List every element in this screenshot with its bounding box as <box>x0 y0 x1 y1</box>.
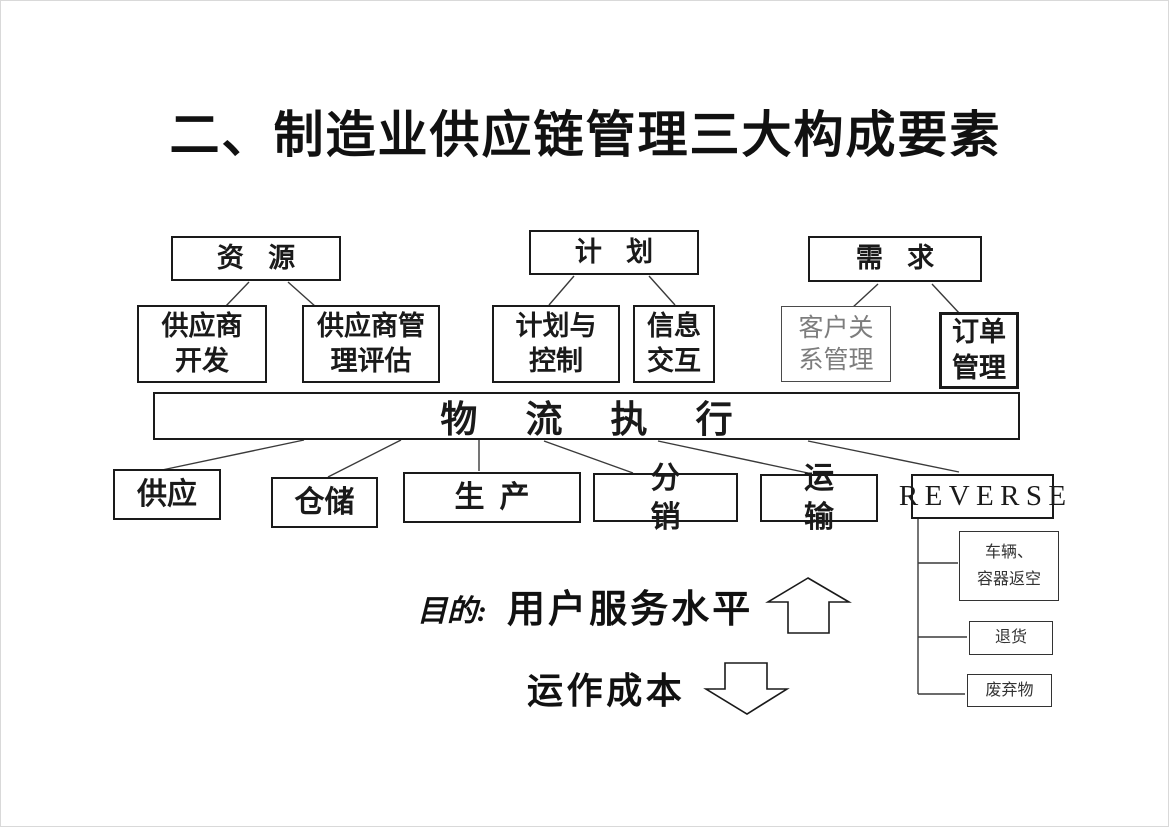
page-title: 二、制造业供应链管理三大构成要素 <box>169 107 1002 163</box>
production-box: 生产 <box>403 472 581 523</box>
supply-label: 供应 <box>137 478 197 511</box>
resources-label: 资源 <box>216 242 320 273</box>
supplier-dev-label: 供应商 开发 <box>161 310 243 376</box>
reverse-label: REVERSE <box>898 479 1073 512</box>
order-mgmt-label: 订单 管理 <box>952 317 1006 383</box>
waste-label: 废弃物 <box>985 681 1034 699</box>
operating-cost-text: 运作成本 <box>527 670 686 711</box>
returns-label: 退货 <box>994 629 1027 647</box>
crm-label: 客户关 系管理 <box>798 313 874 375</box>
purpose-label: 目的: <box>417 595 487 628</box>
supplier-eval-box: 供应商管 理评估 <box>302 305 440 383</box>
service-level-text: 用户服务水平 <box>507 589 754 631</box>
crm-box: 客户关 系管理 <box>781 306 891 382</box>
distribution-label: 分销 <box>650 461 717 534</box>
waste-box: 废弃物 <box>967 674 1052 707</box>
demand-label: 需求 <box>855 243 959 274</box>
reverse-box: REVERSE <box>899 474 1066 519</box>
logistics-execution-label: 物流执行 <box>440 399 781 440</box>
vehicle-return-label: 车辆、 容器返空 <box>976 543 1041 588</box>
order-mgmt-box: 订单 管理 <box>939 312 1019 389</box>
transport-box: 运输 <box>760 462 878 534</box>
distribution-box: 分销 <box>593 462 738 534</box>
supplier-eval-label: 供应商管 理评估 <box>317 310 425 376</box>
supply-box: 供应 <box>113 469 221 520</box>
demand-box: 需求 <box>808 236 982 282</box>
up-arrow-icon <box>765 577 852 634</box>
plan-control-label: 计划与 控制 <box>515 310 597 376</box>
supplier-dev-box: 供应商 开发 <box>137 305 267 383</box>
info-exchange-box: 信息 交互 <box>633 305 715 383</box>
plan-label: 计划 <box>574 236 678 267</box>
production-label: 生产 <box>454 481 545 514</box>
logistics-execution-band: 物流执行 <box>153 392 1020 440</box>
warehouse-label: 仓储 <box>294 486 355 519</box>
down-arrow-icon <box>703 662 790 715</box>
vehicle-return-box: 车辆、 容器返空 <box>959 531 1059 601</box>
info-exchange-label: 信息 交互 <box>647 310 701 376</box>
resources-box: 资源 <box>171 236 341 281</box>
transport-label: 运输 <box>804 462 855 534</box>
plan-box: 计划 <box>529 230 699 275</box>
plan-control-box: 计划与 控制 <box>492 305 620 383</box>
warehouse-box: 仓储 <box>271 477 378 528</box>
returns-box: 退货 <box>969 621 1053 655</box>
